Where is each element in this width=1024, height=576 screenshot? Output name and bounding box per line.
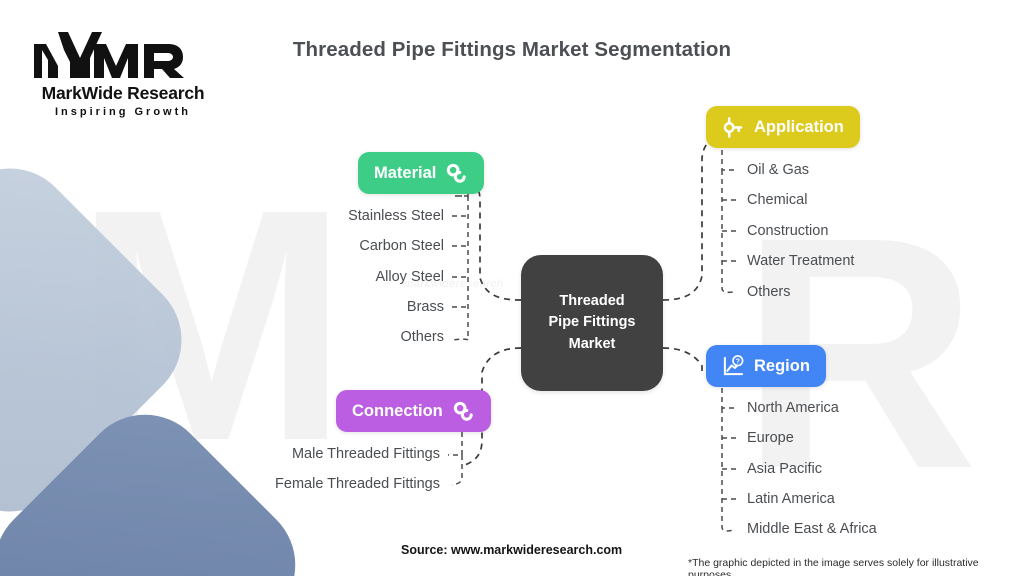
leaf-item: Carbon Steel bbox=[359, 238, 444, 254]
decorative-shape-light bbox=[0, 142, 208, 538]
branch-node-connection[interactable]: Connection bbox=[336, 390, 491, 432]
leaf-item: Alloy Steel bbox=[375, 269, 444, 285]
branch-node-material[interactable]: Material bbox=[358, 152, 485, 194]
leaf-item: Asia Pacific bbox=[747, 461, 822, 477]
branch-label-region: Region bbox=[754, 356, 810, 375]
leaf-item: Male Threaded Fittings bbox=[291, 446, 440, 462]
brand-tagline: Inspiring Growth bbox=[55, 106, 191, 118]
connection-nodes-icon bbox=[452, 400, 475, 423]
leaf-item: Europe bbox=[747, 430, 794, 446]
mwr-logo-icon bbox=[34, 32, 184, 78]
decorative-shape-dark bbox=[0, 388, 322, 576]
leaf-item: North America bbox=[747, 400, 839, 416]
branch-label-material: Material bbox=[374, 163, 437, 182]
page-title: Threaded Pipe Fittings Market Segmentati… bbox=[292, 38, 732, 61]
connection-nodes-icon bbox=[445, 162, 468, 185]
source-text: Source: www.markwideresearch.com bbox=[401, 543, 623, 557]
brand-logo: MarkWide Research Inspiring Growth bbox=[28, 28, 218, 118]
leaf-item: Construction bbox=[747, 223, 829, 239]
leaf-item: Chemical bbox=[747, 192, 808, 208]
leaf-item: Latin America bbox=[747, 491, 835, 507]
leaf-item: Water Treatment bbox=[747, 253, 855, 269]
chart-question-icon: ? bbox=[722, 354, 745, 378]
center-node: Threaded Pipe Fittings Market bbox=[521, 255, 663, 391]
key-icon bbox=[722, 116, 745, 139]
leaf-item: Others bbox=[400, 329, 444, 345]
watermark-letter-m: M bbox=[74, 140, 349, 509]
center-node-line-3: Market bbox=[568, 335, 616, 352]
svg-text:?: ? bbox=[736, 357, 740, 365]
branch-label-application: Application bbox=[754, 117, 844, 136]
leaf-item: Oil & Gas bbox=[747, 162, 810, 178]
center-node-line-2: Pipe Fittings bbox=[548, 314, 636, 331]
disclaimer-text: *The graphic depicted in the image serve… bbox=[688, 557, 979, 576]
leaf-item: Middle East & Africa bbox=[747, 521, 877, 537]
brand-name: MarkWide Research bbox=[41, 83, 205, 103]
branch-label-connection: Connection bbox=[352, 401, 443, 420]
branch-node-application[interactable]: Application bbox=[706, 106, 860, 148]
leaf-item: Stainless Steel bbox=[348, 208, 444, 224]
center-node-line-1: Threaded bbox=[559, 293, 625, 310]
branch-node-region[interactable]: ? Region bbox=[706, 345, 826, 387]
leaf-item: Female Threaded Fittings bbox=[275, 476, 440, 492]
leaf-item: Others bbox=[747, 284, 791, 300]
leaf-item: Brass bbox=[406, 299, 444, 315]
